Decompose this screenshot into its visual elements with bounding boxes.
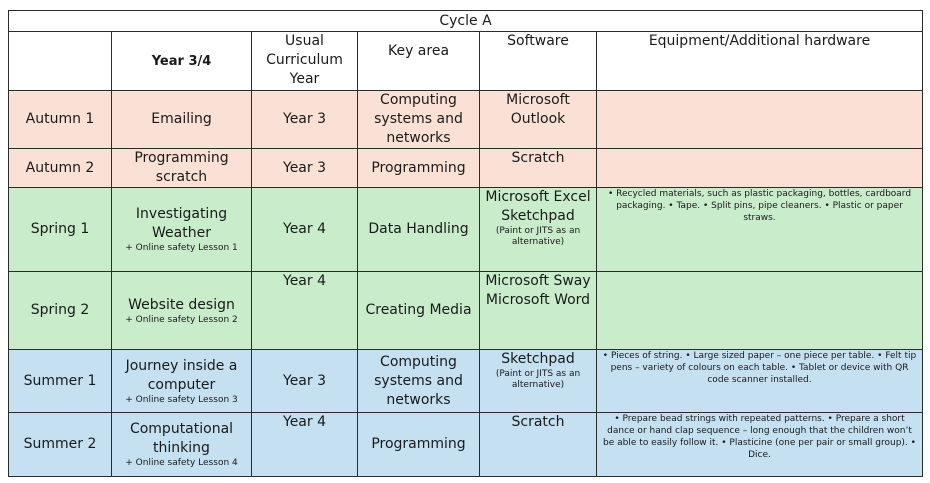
header-year: Year 3/4 — [111, 31, 252, 91]
unit-cell: Emailing — [111, 90, 252, 149]
table-row: Summer 1 Journey inside a computer + Onl… — [8, 349, 924, 413]
software-cell: Microsoft Sway Microsoft Word — [479, 271, 597, 350]
unit-cell: Investigating Weather + Online safety Le… — [111, 187, 252, 272]
equipment-cell — [595, 90, 924, 149]
table-row: Spring 2 Website design + Online safety … — [8, 271, 924, 350]
table-title: Cycle A — [7, 10, 924, 32]
key-area-cell: Programming — [357, 412, 480, 477]
software-label: Microsoft Excel Sketchpad — [485, 189, 591, 224]
title-row: Cycle A — [7, 10, 924, 32]
software-note: (Paint or JITS as an alternative) — [495, 226, 581, 247]
term-cell: Spring 2 — [8, 271, 112, 350]
term-cell: Summer 2 — [8, 412, 112, 477]
term-cell: Autumn 2 — [8, 148, 112, 188]
term-cell: Autumn 1 — [8, 90, 112, 149]
equipment-cell — [595, 148, 924, 188]
curriculum-table: Cycle A Year 3/4 Usual Curriculum Year K… — [7, 10, 924, 477]
usual-year-cell: Year 3 — [251, 349, 358, 413]
usual-year-cell: Year 4 — [251, 187, 358, 272]
header-row: Year 3/4 Usual Curriculum Year Key area … — [8, 31, 924, 91]
key-area-cell: Creating Media — [357, 271, 480, 350]
header-year-label: Year 3/4 — [151, 54, 212, 69]
unit-label: Website design — [128, 296, 235, 313]
table-row: Autumn 1 Emailing Year 3 Computing syste… — [8, 90, 924, 149]
unit-cell: Journey inside a computer + Online safet… — [111, 349, 252, 413]
unit-note: + Online safety Lesson 2 — [125, 314, 238, 325]
unit-cell: Programming scratch — [111, 148, 252, 188]
unit-cell: Computational thinking + Online safety L… — [111, 412, 252, 477]
usual-year-cell: Year 3 — [251, 148, 358, 188]
unit-note: + Online safety Lesson 1 — [125, 243, 238, 253]
table-row: Autumn 2 Programming scratch Year 3 Prog… — [8, 148, 924, 188]
term-cell: Spring 1 — [8, 187, 112, 272]
software-cell: Scratch — [479, 148, 597, 188]
unit-label: Journey inside a computer — [125, 357, 238, 393]
key-area-cell: Programming — [357, 148, 480, 188]
equipment-cell — [595, 271, 924, 350]
table-row: Summer 2 Computational thinking + Online… — [8, 412, 924, 477]
software-cell: Microsoft Outlook — [479, 90, 597, 149]
unit-note: + Online safety Lesson 3 — [125, 394, 238, 405]
header-key-area: Key area — [357, 31, 480, 91]
header-usual-year: Usual Curriculum Year — [251, 31, 358, 91]
unit-note: + Online safety Lesson 4 — [125, 458, 238, 468]
equipment-cell: • Recycled materials, such as plastic pa… — [595, 187, 924, 272]
header-software: Software — [479, 31, 597, 91]
table-row: Spring 1 Investigating Weather + Online … — [8, 187, 924, 272]
header-equipment: Equipment/Additional hardware — [595, 31, 924, 91]
key-area-cell: Data Handling — [357, 187, 480, 272]
usual-year-cell: Year 4 — [251, 412, 358, 477]
key-area-cell: Computing systems and networks — [357, 349, 480, 413]
unit-cell: Website design + Online safety Lesson 2 — [111, 271, 252, 350]
equipment-cell: • Pieces of string. • Large sized paper … — [595, 349, 924, 413]
unit-label: Investigating Weather — [135, 206, 228, 241]
usual-year-cell: Year 3 — [251, 90, 358, 149]
software-note: (Paint or JITS as an alternative) — [495, 369, 581, 390]
software-label: Sketchpad — [501, 351, 575, 367]
key-area-cell: Computing systems and networks — [357, 90, 480, 149]
unit-label: Computational thinking — [129, 421, 234, 456]
header-term — [8, 31, 112, 91]
software-cell: Sketchpad (Paint or JITS as an alternati… — [479, 349, 597, 413]
equipment-cell: • Prepare bead strings with repeated pat… — [595, 412, 924, 477]
software-cell: Microsoft Excel Sketchpad (Paint or JITS… — [479, 187, 597, 272]
header-key-area-label: Key area — [387, 43, 450, 59]
term-cell: Summer 1 — [8, 349, 112, 413]
software-cell: Scratch — [479, 412, 597, 477]
usual-year-cell: Year 4 — [251, 271, 358, 350]
